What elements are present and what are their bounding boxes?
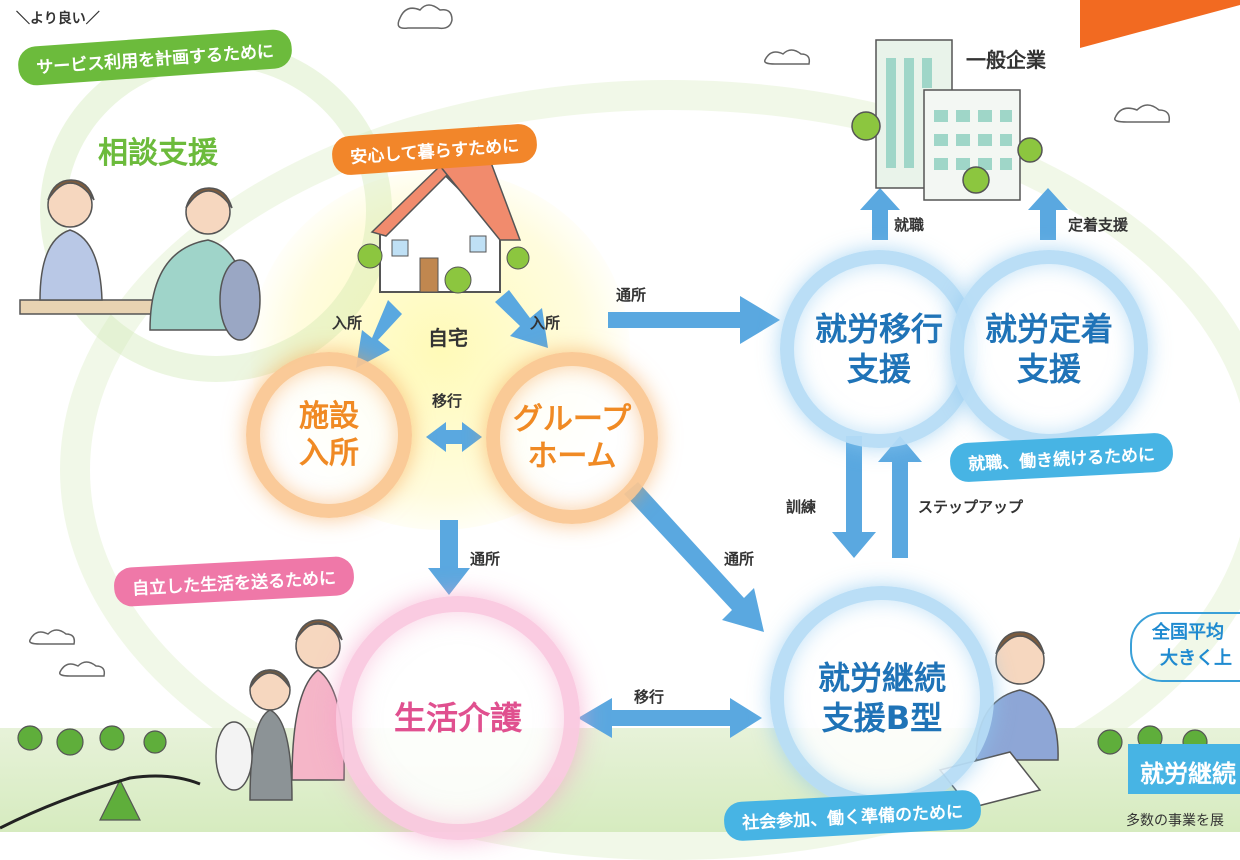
label-tsusho-mid: 通所 — [470, 550, 501, 568]
label-ikou-top: 移行 — [432, 392, 463, 410]
node-teichaku: 就労定着 支援 — [950, 250, 1148, 448]
node-shisetsu-line1: 施設 — [299, 398, 359, 434]
road-curve — [0, 774, 201, 830]
arrow-ikou-bottom — [578, 698, 762, 738]
node-ikou-line2: 支援 — [846, 350, 911, 388]
node-keizoku-line1: 就労継続 — [817, 659, 946, 697]
cloud-icon — [28, 629, 76, 645]
node-seikatsu-label: 生活介護 — [393, 699, 522, 737]
node-ikou-line1: 就労移行 — [814, 310, 943, 348]
arrow-tsusho-diag — [624, 482, 764, 632]
arrow-teichaku — [1028, 188, 1068, 240]
node-group-line2: ホーム — [527, 439, 617, 474]
arrow-kunren — [832, 436, 876, 558]
label-tsusho-diag: 通所 — [724, 550, 755, 568]
callout-line-1: 全国平均 — [1152, 622, 1224, 643]
label-nyusho-right: 入所 — [530, 314, 561, 332]
node-shisetsu-line2: 入所 — [299, 436, 359, 471]
arrow-nyusho-right — [495, 290, 548, 348]
building-icon — [851, 39, 1043, 201]
node-kigyou: 一般企業 — [966, 48, 1046, 72]
label-kunren: 訓練 — [786, 498, 817, 516]
side-panel — [1128, 744, 1240, 794]
node-keizoku-line2: 支援B型 — [821, 699, 943, 737]
cloud-icon — [58, 661, 106, 677]
side-panel-text: 多数の事業を展 — [1126, 813, 1224, 829]
counselor-illustration — [19, 179, 261, 341]
caregiver-illustration — [215, 619, 345, 801]
side-panel-title: 就労継続 — [1140, 760, 1236, 788]
banner-yoriyoi: ＼より良い／ — [16, 11, 100, 27]
arrow-tsusho-top — [608, 296, 780, 344]
node-teichaku-line1: 就労定着 — [984, 310, 1113, 348]
arrow-nyusho-left — [356, 300, 402, 368]
node-teichaku-line2: 支援 — [1016, 350, 1081, 388]
house-icon — [357, 126, 530, 294]
node-group-line1: グループ — [512, 401, 632, 437]
label-nyusho-left: 入所 — [332, 314, 363, 332]
label-shushoku: 就職 — [894, 216, 925, 234]
trees-icon — [17, 725, 1208, 821]
arrow-shushoku — [860, 188, 900, 240]
cloud-icon — [1114, 104, 1171, 123]
label-tsusho-top: 通所 — [616, 286, 647, 304]
node-ikou: 就労移行 支援 — [780, 250, 978, 448]
node-keizoku: 就労継続 支援B型 — [770, 586, 994, 810]
callout-bubble — [1130, 612, 1240, 682]
arrow-ikou-top — [426, 422, 482, 452]
arrow-stepup — [878, 436, 922, 558]
cloud-icon — [397, 4, 453, 30]
arrow-tsusho-mid — [428, 520, 470, 595]
corner-ribbon — [1080, 0, 1240, 48]
node-soudan: 相談支援 — [98, 136, 218, 171]
node-seikatsu: 生活介護 — [336, 596, 580, 840]
cloud-icon — [763, 49, 811, 65]
node-jitaku: 自宅 — [428, 326, 468, 350]
callout-line-2: 大きく上 — [1160, 648, 1232, 669]
node-group-home: グループ ホーム — [486, 352, 658, 524]
node-shisetsu: 施設 入所 — [246, 352, 412, 518]
label-ikou-bottom: 移行 — [634, 688, 665, 706]
label-teichaku: 定着支援 — [1068, 216, 1129, 234]
arrows-layer — [0, 0, 1240, 830]
label-stepup: ステップアップ — [918, 498, 1024, 516]
